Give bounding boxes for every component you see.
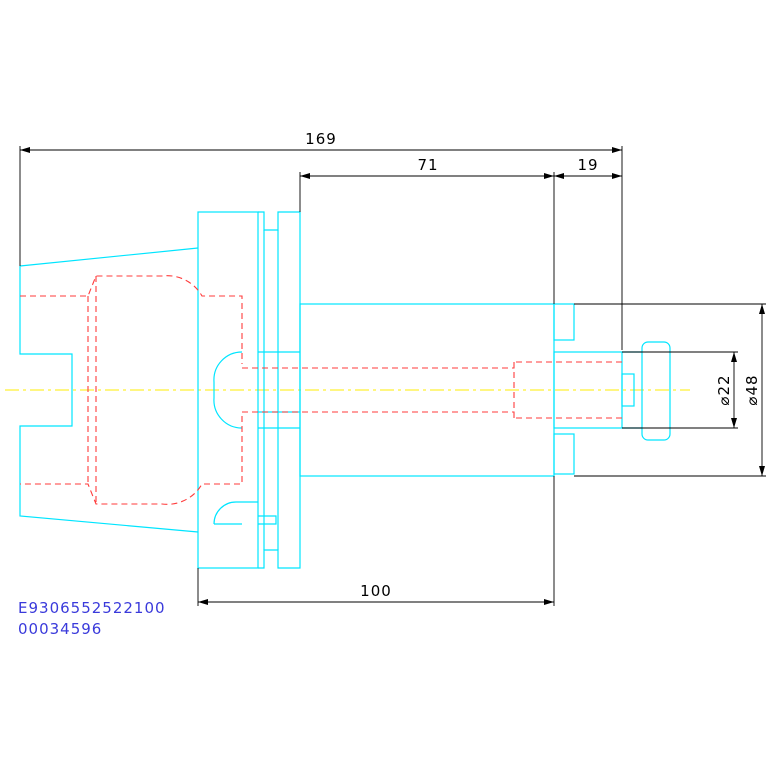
dim-text-71: 71 (417, 156, 438, 174)
drive-key-slot (213, 501, 277, 525)
tip-pin (621, 373, 635, 407)
dim-text-169: 169 (305, 130, 337, 148)
dim-text-19: 19 (577, 156, 598, 174)
part-number-line-2: 00034596 (18, 620, 103, 638)
hidden-lines (20, 275, 622, 505)
dimension-lines (19, 146, 766, 606)
through-bore-hidden (242, 361, 622, 419)
part-number-line-1: E9306552522100 (18, 599, 166, 617)
end-lug-bottom (553, 433, 575, 475)
dim-text-48: ⌀48 (743, 374, 761, 405)
tip-nut (641, 341, 671, 441)
flange-block (197, 211, 259, 569)
drive-slot-arc (213, 351, 243, 429)
dim-text-100: 100 (360, 582, 392, 600)
dim-text-22: ⌀22 (715, 374, 733, 405)
taper-cone-outline (19, 247, 199, 533)
taper-bore-hidden (20, 275, 243, 505)
end-lug-top (553, 303, 575, 341)
